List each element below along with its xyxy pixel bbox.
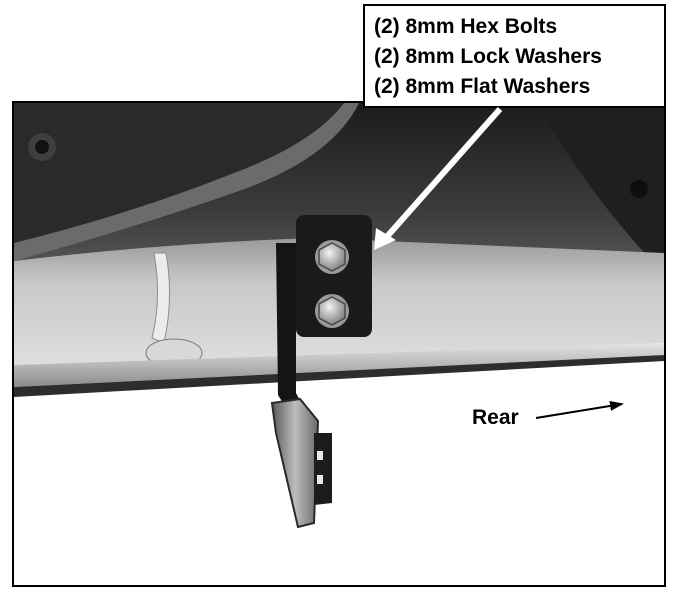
bracket-tab [270, 397, 320, 529]
drain-hole-icon [630, 180, 648, 198]
callout-line-hex-bolts: (2) 8mm Hex Bolts [374, 15, 558, 38]
rear-direction-label: Rear [472, 406, 519, 429]
underbody-photo [12, 101, 666, 587]
hardware-callout: (2) 8mm Hex Bolts (2) 8mm Lock Washers (… [363, 4, 666, 108]
photo-illustration [14, 103, 664, 529]
callout-line-flat-washers: (2) 8mm Flat Washers [374, 75, 591, 98]
bracket-plate [296, 215, 372, 337]
bracket-arm [276, 243, 304, 411]
callout-line-lock-washers: (2) 8mm Lock Washers [374, 45, 602, 68]
